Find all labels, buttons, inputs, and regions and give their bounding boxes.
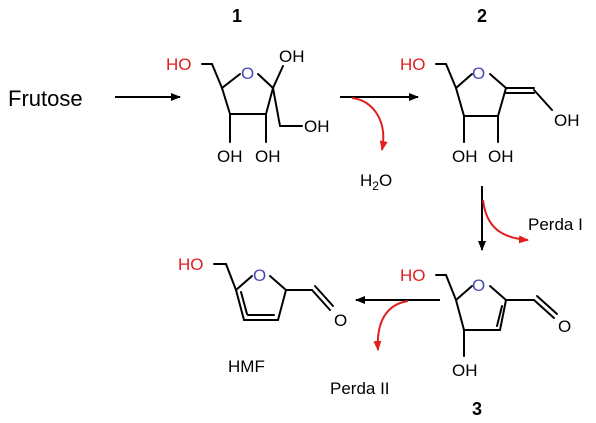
compound-2-hydroxyl-bottom-right: OH bbox=[488, 147, 514, 166]
compound-1-ring-oxygen: O bbox=[241, 64, 254, 83]
hmf-ring-oxygen: O bbox=[253, 266, 266, 285]
compound-2-number: 2 bbox=[477, 6, 487, 26]
compound-2-ring-oxygen: O bbox=[472, 64, 485, 83]
compound-1-hydroxyl-bottom-right: OH bbox=[255, 147, 281, 166]
compound-2-hydroxyl-left: HO bbox=[400, 55, 426, 74]
compound-1-hydroxyl-bottom-left: OH bbox=[217, 147, 243, 166]
loss-1-label: Perda I bbox=[528, 215, 583, 234]
compound-3-number: 3 bbox=[472, 399, 482, 419]
compound-1-number: 1 bbox=[232, 6, 242, 26]
water-loss-arrow bbox=[351, 97, 388, 151]
compound-2-hydroxyl-right: OH bbox=[554, 111, 580, 130]
compound-1-structure bbox=[201, 63, 303, 143]
compound-1-hydroxyl-left: HO bbox=[166, 55, 192, 74]
compound-2-structure bbox=[435, 63, 553, 143]
compound-3-ring-oxygen: O bbox=[472, 276, 485, 295]
hmf-name-label: HMF bbox=[228, 357, 265, 376]
hmf-structure bbox=[213, 263, 334, 321]
loss-1-arrow bbox=[482, 199, 529, 244]
compound-3-carbonyl-oxygen: O bbox=[558, 317, 571, 336]
hmf-hydroxyl-left: HO bbox=[178, 255, 204, 274]
compound-2-hydroxyl-bottom-left: OH bbox=[452, 147, 478, 166]
start-label-frutose: Frutose bbox=[8, 86, 83, 111]
loss-2-label: Perda II bbox=[330, 379, 390, 398]
compound-3-hydroxyl-left: HO bbox=[400, 266, 426, 285]
hmf-carbonyl-oxygen: O bbox=[334, 311, 347, 330]
compound-3-structure bbox=[435, 274, 558, 357]
loss-2-arrow bbox=[373, 300, 409, 351]
compound-1-hydroxyl-top: OH bbox=[279, 47, 305, 66]
compound-1-hydroxyl-right: OH bbox=[304, 117, 330, 136]
water-byproduct: H2O bbox=[360, 171, 392, 193]
compound-3-hydroxyl-bottom: OH bbox=[452, 361, 478, 380]
